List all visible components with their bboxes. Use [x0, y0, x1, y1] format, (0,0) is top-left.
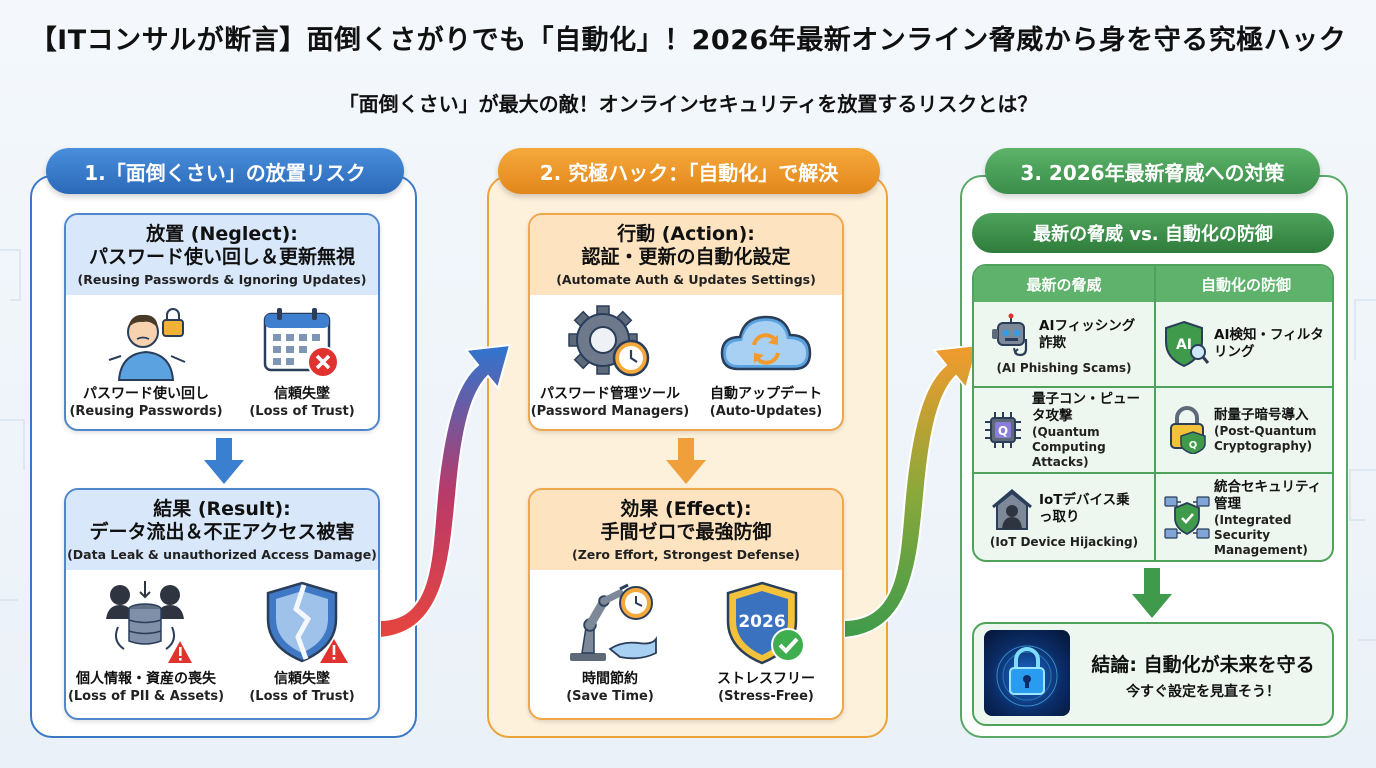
item-english: (Loss of Trust) — [249, 404, 355, 419]
robot-hook-icon — [992, 313, 1028, 356]
table-row-1-threat: AIフィッシング詐欺 (AI Phishing Scams) — [978, 306, 1150, 382]
table-row-3-defense: 統合セキュリティ管理 (Integrated Security Manageme… — [1160, 476, 1332, 560]
broken-shield-icon — [266, 581, 348, 663]
item-loss-of-pii: 個人情報・資産の喪失 (Loss of PII & Assets) — [66, 574, 226, 705]
defense-english: (Post-Quantum Cryptography) — [1214, 423, 1317, 453]
confused-person-lock-icon — [108, 308, 186, 381]
effect-card-subtitle: 手間ゼロで最強防御 — [600, 521, 772, 543]
effect-card: 効果 (Effect): 手間ゼロで最強防御 (Zero Effort, Str… — [528, 488, 844, 720]
item-english: (Reusing Passwords) — [69, 404, 223, 419]
down-arrow-col3 — [1132, 568, 1172, 618]
table-header-defenses: 自動化の防御 — [1156, 266, 1332, 302]
item-label: ストレスフリー — [717, 671, 815, 687]
threat-defense-table: 最新の脅威 自動化の防御 AIフィッシング詐欺 (AI Phishing Sca… — [972, 264, 1334, 562]
threat-label: 量子コン・ピュータ攻撃 — [1032, 390, 1140, 424]
result-card: 結果 (Result): データ流出＆不正アクセス被害 (Data Leak &… — [64, 488, 380, 720]
neglect-card-title: 放置 (Neglect): — [146, 223, 298, 245]
down-arrow-col1 — [204, 438, 244, 484]
gear-clock-icon — [568, 305, 650, 377]
shield-2026-icon: 2026 — [726, 581, 805, 665]
item-english: (Stress-Free) — [718, 689, 814, 704]
item-label: 時間節約 — [582, 671, 638, 687]
quantum-chip-badge: Q — [998, 424, 1008, 438]
connector-arrow-1-to-2 — [379, 343, 512, 640]
action-card: 行動 (Action): 認証・更新の自動化設定 (Automate Auth … — [528, 213, 844, 431]
threat-english: (Quantum Computing Attacks) — [1032, 424, 1106, 469]
neglect-card-subtitle: パスワード使い回し＆更新無視 — [88, 246, 355, 268]
hackers-database-icon — [106, 581, 192, 663]
conclusion-call-to-action: 今すぐ設定を見直そう！ — [1126, 684, 1280, 700]
neglect-card-english: (Reusing Passwords & Ignoring Updates) — [77, 272, 367, 287]
defense-label: 統合セキュリティ管理 — [1214, 478, 1322, 512]
calendar-error-icon — [263, 308, 339, 378]
item-password-managers: パスワード管理ツール (Password Managers) — [530, 299, 690, 420]
digital-lock-icon — [996, 645, 1058, 707]
quantum-chip-icon: Q — [985, 412, 1021, 448]
robot-arm-icon — [570, 583, 657, 661]
page-subtitle: 「面倒くさい」が最大の敵！オンラインセキュリティを放置するリスクとは？ — [338, 92, 1038, 116]
item-stress-free: 2026 ストレスフリー (Stress-Free) — [686, 574, 842, 705]
effect-card-english: (Zero Effort, Strongest Defense) — [572, 547, 800, 562]
cloud-sync-icon — [720, 315, 812, 371]
item-label: 自動アップデート — [710, 386, 822, 402]
column3-header: 3. 2026年最新脅威への対策 — [985, 148, 1320, 194]
column1-header: 1.「面倒くさい」の放置リスク — [46, 148, 404, 194]
quantum-lock-badge: Q — [1189, 440, 1198, 451]
table-row-2-defense: Q 耐量子暗号導入 (Post-Quantum Cryptography) — [1160, 390, 1332, 470]
action-card-title: 行動 (Action): — [617, 223, 755, 245]
item-label: パスワード管理ツール — [540, 386, 680, 402]
defense-english: (Integrated Security Management) — [1214, 512, 1308, 557]
threat-english: (AI Phishing Scams) — [996, 360, 1132, 375]
hijacked-home-icon — [992, 488, 1032, 530]
item-label: 個人情報・資産の喪失 — [76, 671, 216, 687]
network-shield-icon — [1164, 496, 1210, 539]
table-row-1-defense: AI AI検知・フィルタリング — [1160, 306, 1332, 382]
item-label: パスワード使い回し — [83, 386, 209, 402]
table-row-2-threat: Q 量子コン・ピュータ攻撃 (Quantum Computing Attacks… — [978, 390, 1150, 470]
connector-arrow-2-to-3 — [843, 343, 980, 640]
page-title: 【ITコンサルが断言】面倒くさがりでも「自動化」！2026年最新オンライン脅威か… — [29, 25, 1347, 56]
item-loss-of-trust-2: 信頼失墜 (Loss of Trust) — [222, 574, 378, 705]
action-card-english: (Automate Auth & Updates Settings) — [556, 272, 816, 287]
item-label: 信頼失墜 — [274, 671, 330, 687]
threat-label: AIフィッシング詐欺 — [1039, 317, 1136, 351]
effect-card-title: 効果 (Effect): — [620, 498, 752, 520]
item-save-time: 時間節約 (Save Time) — [530, 574, 690, 705]
result-card-title: 結果 (Result): — [153, 498, 291, 520]
threat-english: (IoT Device Hijacking) — [989, 534, 1139, 549]
item-english: (Save Time) — [566, 689, 654, 704]
item-loss-of-trust: 信頼失墜 (Loss of Trust) — [222, 299, 378, 420]
conclusion-title: 結論: 自動化が未来を守る — [1091, 654, 1315, 676]
item-label: 信頼失墜 — [274, 386, 330, 402]
conclusion-image — [984, 630, 1070, 716]
table-row-3-threat: IoTデバイス乗っ取り (IoT Device Hijacking) — [978, 476, 1150, 560]
defense-label: 耐量子暗号導入 — [1214, 406, 1309, 423]
column2-header: 2. 究極ハック：「自動化」で解決 — [498, 148, 880, 194]
ai-badge-text: AI — [1176, 337, 1192, 353]
shield-year-text: 2026 — [738, 612, 785, 632]
item-auto-updates: 自動アップデート (Auto-Updates) — [686, 299, 842, 420]
quantum-lock-icon: Q — [1170, 406, 1206, 454]
table-header-threats: 最新の脅威 — [974, 266, 1154, 302]
neglect-card: 放置 (Neglect): パスワード使い回し＆更新無視 (Reusing Pa… — [64, 213, 380, 431]
item-english: (Loss of PII & Assets) — [67, 689, 225, 704]
item-english: (Password Managers) — [530, 404, 690, 419]
item-reusing-passwords: パスワード使い回し (Reusing Passwords) — [66, 299, 226, 420]
result-card-english: (Data Leak & unauthorized Access Damage) — [67, 547, 377, 562]
item-english: (Loss of Trust) — [249, 689, 355, 704]
action-card-subtitle: 認証・更新の自動化設定 — [581, 246, 791, 268]
item-english: (Auto-Updates) — [709, 404, 823, 419]
down-arrow-col2 — [666, 438, 706, 484]
result-card-subtitle: データ流出＆不正アクセス被害 — [89, 521, 355, 543]
defense-label: AI検知・フィルタリング — [1214, 327, 1324, 360]
threat-vs-defense-banner: 最新の脅威 vs. 自動化の防御 — [972, 213, 1334, 253]
threat-label: IoTデバイス乗っ取り — [1039, 491, 1130, 525]
ai-shield-icon: AI — [1165, 320, 1210, 368]
